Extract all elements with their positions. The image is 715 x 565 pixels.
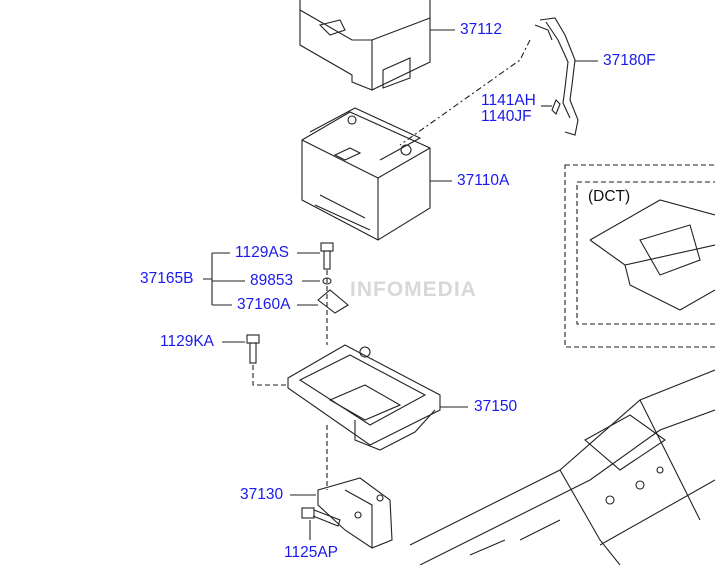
- label-1141ah[interactable]: 1141AH: [481, 92, 536, 109]
- bolt-1129ka-drawing: [246, 334, 260, 364]
- clamp-drawing: [317, 289, 349, 314]
- bracket-drawing: [317, 477, 393, 549]
- label-37110a[interactable]: 37110A: [457, 172, 510, 189]
- watermark: INFOMEDIA: [350, 278, 477, 301]
- label-89853[interactable]: 89853: [250, 272, 294, 289]
- chassis-frame-drawing: [409, 369, 715, 565]
- label-37130[interactable]: 37130: [240, 486, 284, 503]
- label-37160a[interactable]: 37160A: [237, 296, 291, 313]
- label-1125ap[interactable]: 1125AP: [284, 544, 339, 561]
- dct-box: [564, 164, 715, 348]
- bolt-1129as-drawing: [320, 242, 334, 270]
- dct-label: (DCT): [588, 188, 631, 205]
- battery-tray-drawing: [287, 344, 441, 451]
- battery-cover-drawing: [299, 0, 431, 91]
- label-1140jf[interactable]: 1140JF: [481, 108, 532, 125]
- battery-drawing: [301, 107, 431, 241]
- label-37150[interactable]: 37150: [474, 398, 518, 415]
- dct-tray-drawing: [589, 199, 715, 311]
- label-1129ka[interactable]: 1129KA: [160, 333, 215, 350]
- battery-cable-drawing: [534, 17, 598, 136]
- label-37112[interactable]: 37112: [460, 21, 502, 38]
- label-37165b[interactable]: 37165B: [140, 270, 194, 287]
- label-1129as[interactable]: 1129AS: [235, 244, 290, 261]
- bolt-1125ap-drawing: [301, 507, 341, 527]
- label-37180f[interactable]: 37180F: [603, 52, 656, 69]
